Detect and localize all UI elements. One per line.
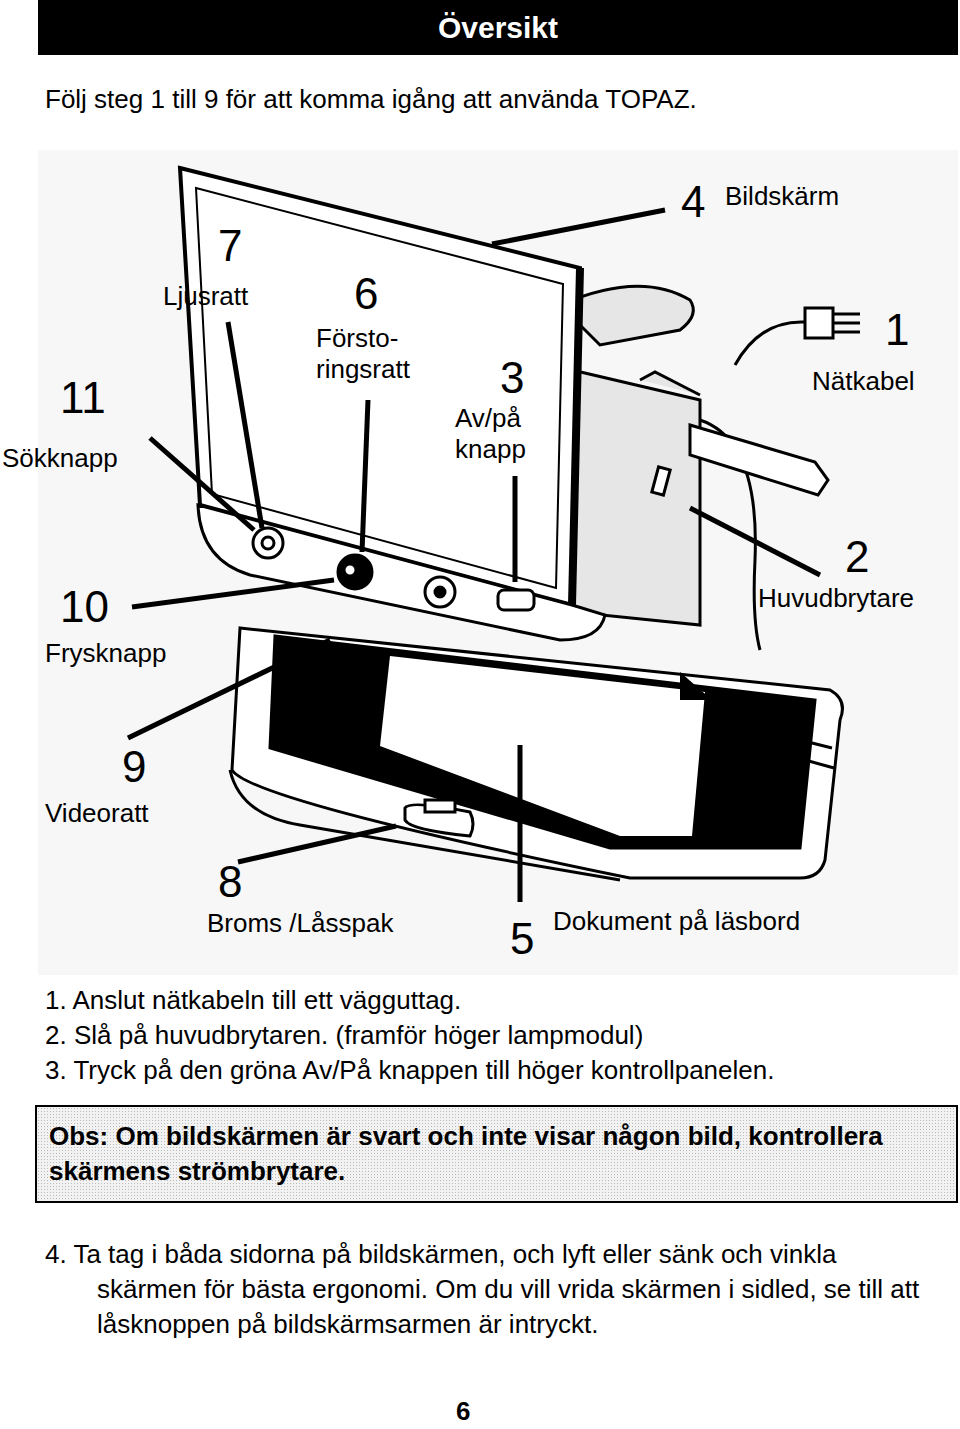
callout-number: 4 — [681, 180, 705, 224]
part-name: Av/på knapp — [455, 403, 537, 465]
step-text: 3. Tryck på den gröna Av/På knappen till… — [45, 1053, 945, 1088]
callout-number: 9 — [122, 745, 146, 789]
callout-number: 11 — [60, 376, 106, 420]
part-name: Videoratt — [45, 798, 149, 829]
reading-table — [800, 740, 834, 768]
callout-number: 10 — [60, 585, 109, 629]
page-title: Översikt — [438, 11, 558, 45]
callout-number: 3 — [500, 356, 524, 400]
reading-table — [270, 636, 815, 848]
title-bar: Översikt — [38, 0, 958, 55]
reading-table — [680, 672, 712, 700]
note-box: Obs: Om bildskärmen är svart och inte vi… — [35, 1105, 958, 1203]
leader-line — [132, 580, 334, 607]
brake-lever — [405, 800, 473, 836]
part-name: Bildskärm — [725, 181, 839, 212]
callout-number: 6 — [354, 272, 378, 316]
power-cable — [735, 322, 805, 365]
part-name: Nätkabel — [812, 366, 915, 397]
lamp-module — [652, 425, 828, 495]
callout-number: 5 — [510, 917, 534, 961]
step-text: 2. Slå på huvudbrytaren. (framför höger … — [45, 1018, 945, 1053]
control-panel — [344, 564, 356, 576]
callout-number: 7 — [218, 224, 242, 268]
control-panel — [425, 577, 455, 607]
monitor-arm — [572, 370, 700, 625]
step-text: 1. Anslut nätkabeln till ett vägguttag. — [45, 983, 945, 1018]
control-panel — [253, 528, 283, 558]
part-name: Broms /Låsspak — [207, 908, 393, 939]
lamp-module — [652, 467, 670, 495]
illustration-ground — [38, 150, 958, 975]
brake-lever — [425, 800, 455, 812]
page-number: 6 — [456, 1396, 470, 1427]
leader-line — [362, 400, 368, 552]
callout-number: 1 — [885, 308, 909, 352]
control-panel — [262, 537, 274, 549]
control-panel — [498, 590, 534, 610]
power-cable — [735, 308, 860, 365]
power-cable — [833, 314, 860, 332]
control-panel — [338, 555, 372, 589]
part-name: Ljusratt — [163, 281, 248, 312]
lamp-module — [690, 425, 828, 495]
control-panel — [435, 587, 445, 597]
part-name: Frysknapp — [45, 638, 166, 669]
monitor — [572, 268, 580, 605]
reading-table — [230, 628, 842, 880]
step-text: 4. Ta tag i båda sidorna på bildskärmen,… — [45, 1237, 930, 1342]
part-name: Huvudbrytare — [758, 583, 914, 614]
leader-line — [150, 438, 254, 530]
callout-number: 8 — [218, 860, 242, 904]
leader-line — [513, 476, 518, 582]
leader-line — [238, 826, 396, 862]
intro-text: Följ steg 1 till 9 för att komma igång a… — [45, 84, 697, 115]
part-name: Dokument på läsbord — [553, 906, 800, 937]
reading-table — [232, 628, 842, 878]
leader-line — [518, 745, 523, 902]
reading-table — [380, 656, 705, 836]
callout-number: 2 — [845, 535, 869, 579]
leader-line — [128, 210, 820, 902]
leader-line — [492, 210, 665, 244]
power-cable — [805, 308, 833, 338]
note-text: Obs: Om bildskärmen är svart och inte vi… — [49, 1119, 944, 1189]
part-name: Försto- ringsratt — [316, 323, 434, 385]
leader-line — [228, 322, 262, 528]
illustration-ground — [38, 150, 958, 975]
leader-line — [690, 508, 820, 575]
part-name: Sökknapp — [2, 443, 118, 474]
monitor-arm — [640, 372, 700, 395]
